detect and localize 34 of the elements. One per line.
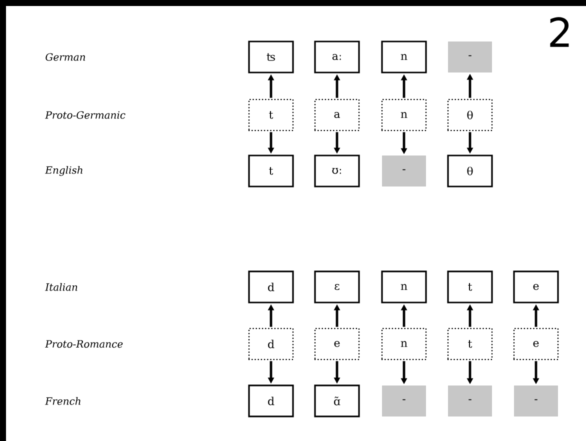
sound-box: n xyxy=(381,40,427,74)
language-label: French xyxy=(45,397,80,405)
sound-box: d xyxy=(248,384,294,418)
reconstructed-sound-box: e xyxy=(314,328,360,360)
language-label: German xyxy=(46,53,86,61)
language-label: Italian xyxy=(45,283,78,291)
reconstructed-sound-box: e xyxy=(513,328,559,360)
empty-sound-box: - xyxy=(514,385,558,416)
panel-number: 2 xyxy=(550,17,569,47)
empty-sound-box: - xyxy=(448,385,492,416)
reconstructed-sound-box: a xyxy=(314,98,360,132)
sound-box: θ xyxy=(447,154,493,188)
reconstructed-sound-box: t xyxy=(447,328,493,360)
empty-sound-box: - xyxy=(382,385,426,416)
sound-box: n xyxy=(381,270,427,304)
language-label: Proto-Germanic xyxy=(45,111,126,119)
empty-sound-box: - xyxy=(382,156,426,186)
language-label: English xyxy=(45,166,82,176)
empty-sound-box: - xyxy=(448,42,492,72)
sound-box: ɑ̃ xyxy=(314,384,360,418)
sound-box: t xyxy=(248,154,294,188)
sound-box: d xyxy=(248,270,294,304)
reconstructed-sound-box: t xyxy=(248,98,294,132)
sound-box: t xyxy=(447,270,493,304)
sound-box: ʦ xyxy=(248,40,294,74)
reconstructed-sound-box: d xyxy=(248,328,294,360)
sound-box: ɛ xyxy=(314,270,360,304)
sound-box: e xyxy=(513,270,559,304)
sound-box: ʊː xyxy=(314,154,360,188)
sound-box: aː xyxy=(314,40,360,74)
reconstructed-sound-box: n xyxy=(381,328,427,360)
language-label: Proto-Romance xyxy=(45,340,123,348)
reconstructed-sound-box: θ xyxy=(447,98,493,132)
reconstructed-sound-box: n xyxy=(381,98,427,132)
